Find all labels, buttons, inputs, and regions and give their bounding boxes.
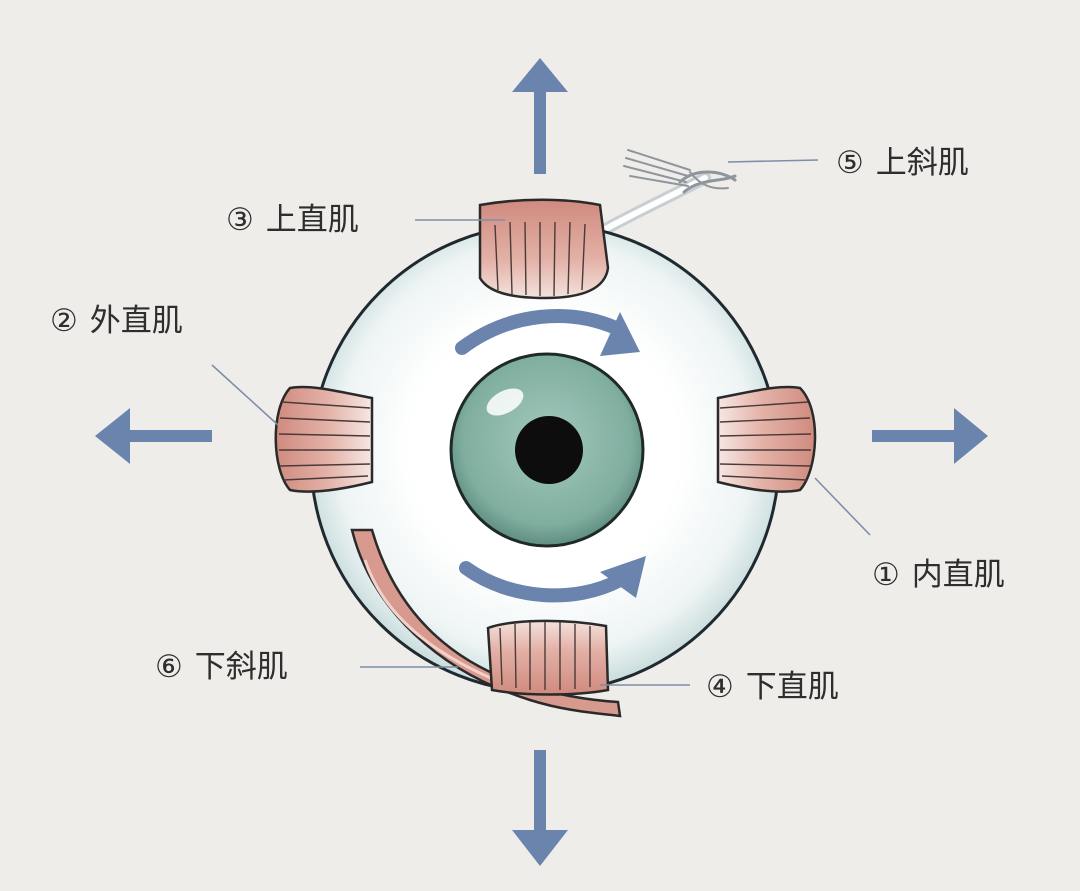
leader-lines — [211, 159, 871, 686]
label-text: 下直肌 — [745, 669, 839, 705]
label-text: 内直肌 — [911, 557, 1005, 593]
label-medial-rectus: ① 内直肌 — [872, 560, 1005, 591]
label-text: 下斜肌 — [194, 649, 288, 685]
label-lateral-rectus: ② 外直肌 — [50, 306, 183, 337]
leader-line-lateral-rectus — [211, 364, 279, 426]
pupil — [515, 416, 583, 484]
label-number: ⑥ — [155, 649, 183, 685]
label-inferior-rectus: ④ 下直肌 — [706, 672, 839, 703]
superior-oblique-muscle — [594, 149, 737, 238]
arrow-right-icon — [872, 408, 988, 464]
lateral-rectus-muscle — [274, 385, 374, 493]
label-number: ③ — [226, 202, 254, 238]
label-superior-oblique: ⑤ 上斜肌 — [836, 148, 969, 179]
label-number: ② — [50, 303, 78, 339]
label-number: ① — [872, 557, 900, 593]
leader-line-superior-oblique — [727, 159, 819, 163]
label-number: ④ — [706, 669, 734, 705]
arrow-left-icon — [95, 408, 212, 464]
leader-line-medial-rectus — [814, 477, 871, 536]
label-number: ⑤ — [836, 145, 864, 181]
rotation-arrow-top-icon — [455, 309, 640, 356]
rotation-arrow-bottom-icon — [459, 556, 646, 603]
arrow-up-icon — [512, 58, 568, 174]
label-text: 上直肌 — [265, 202, 359, 238]
arrow-down-icon — [512, 750, 568, 866]
label-text: 外直肌 — [89, 303, 183, 339]
label-superior-rectus: ③ 上直肌 — [226, 205, 359, 236]
label-inferior-oblique: ⑥ 下斜肌 — [155, 652, 288, 683]
medial-rectus-muscle — [716, 385, 817, 493]
label-text: 上斜肌 — [875, 145, 969, 181]
superior-rectus-muscle — [478, 198, 610, 300]
inferior-rectus-muscle — [486, 619, 610, 696]
